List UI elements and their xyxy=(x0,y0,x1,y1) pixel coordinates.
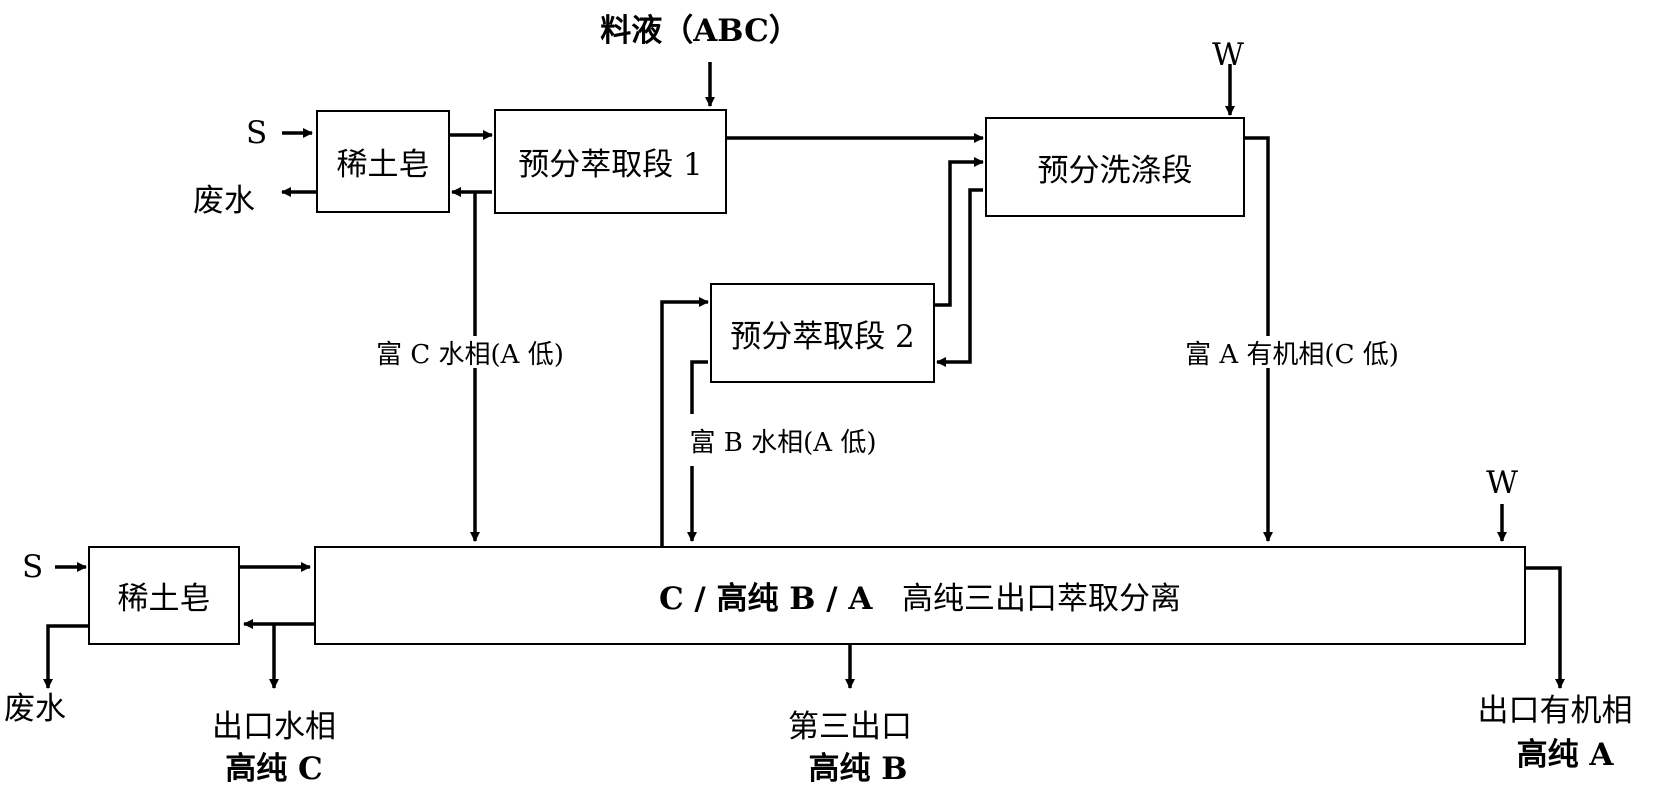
high-purity-c-label: 高纯 C xyxy=(225,754,322,785)
outlet-organic-label: 出口有机相 xyxy=(1478,696,1633,727)
rich-b-aqueous-label: 富 B 水相(A 低) xyxy=(690,430,877,456)
pre-wash-box: 预分洗涤段 xyxy=(985,117,1245,217)
soap-top-label: 稀土皂 xyxy=(337,139,430,184)
rich-b-line-top xyxy=(692,362,708,414)
outlet-aqueous-label: 出口水相 xyxy=(212,712,336,743)
main-to-extract2 xyxy=(662,302,708,547)
soap-bottom-box: 稀土皂 xyxy=(88,546,240,645)
rich-a-line-top xyxy=(1245,138,1268,336)
wash-to-extract2 xyxy=(937,190,983,362)
pre-extract-1-box: 预分萃取段 1 xyxy=(494,109,727,214)
pre-extract-2-label: 预分萃取段 2 xyxy=(730,311,915,356)
outlet-organic-arrow xyxy=(1526,568,1560,688)
rich-a-organic-label: 富 A 有机相(C 低) xyxy=(1185,342,1399,368)
waste-bottom-label: 废水 xyxy=(4,694,66,725)
extract2-to-wash xyxy=(935,162,983,305)
rich-c-aqueous-label: 富 C 水相(A 低) xyxy=(376,342,564,368)
main-separation-label: C / 高纯 B / A 高纯三出口萃取分离 xyxy=(659,573,1181,618)
waste-top-label: 废水 xyxy=(193,186,255,217)
high-purity-a-label: 高纯 A xyxy=(1517,740,1614,771)
pre-wash-label: 预分洗涤段 xyxy=(1038,145,1193,190)
w-bottom-label: W xyxy=(1486,468,1518,499)
pre-extract-2-box: 预分萃取段 2 xyxy=(710,283,935,383)
soap-bottom-label: 稀土皂 xyxy=(118,573,211,618)
third-outlet-label: 第三出口 xyxy=(788,712,912,743)
w-top-label: W xyxy=(1212,40,1244,71)
high-purity-b-label: 高纯 B xyxy=(809,754,908,785)
s-top-label: S xyxy=(246,118,267,149)
feed-label: 料液（ABC） xyxy=(600,16,800,47)
waste-bottom-arrow xyxy=(48,626,88,688)
soap-top-box: 稀土皂 xyxy=(316,110,450,213)
main-process-name: 高纯三出口萃取分离 xyxy=(902,581,1181,617)
main-component-order: C / 高纯 B / A xyxy=(659,581,873,617)
s-bottom-label: S xyxy=(22,552,43,583)
pre-extract-1-label: 预分萃取段 1 xyxy=(518,139,703,184)
main-separation-box: C / 高纯 B / A 高纯三出口萃取分离 xyxy=(314,546,1526,645)
